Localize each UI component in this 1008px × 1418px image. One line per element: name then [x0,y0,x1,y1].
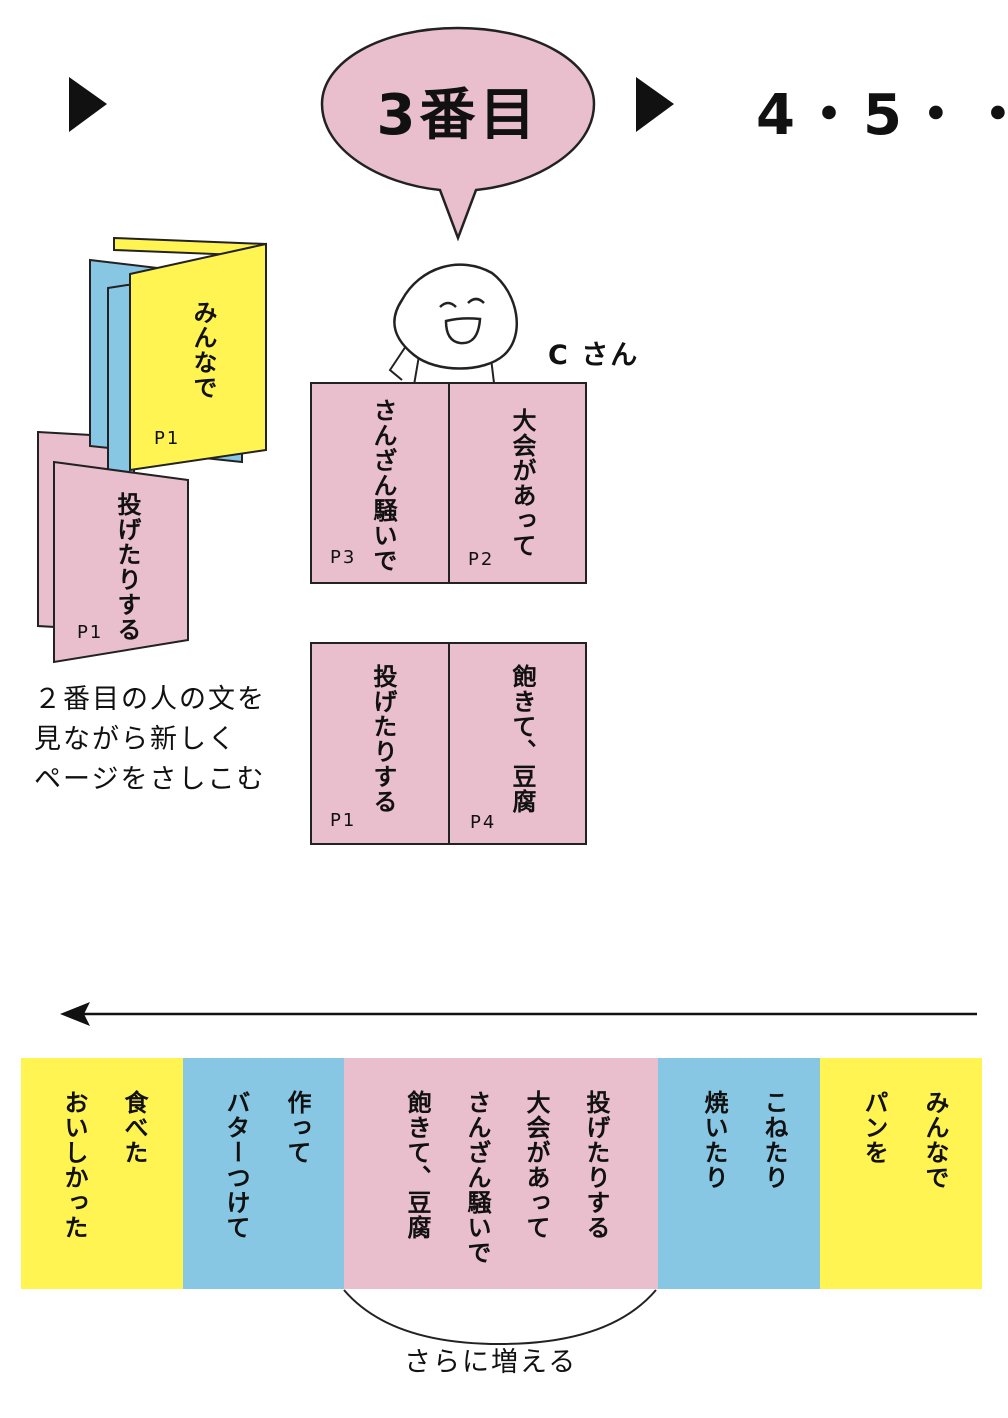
note-line-2: 見ながら新しく [34,724,237,755]
instruction-note: ２番目の人の文を 見ながら新しく ページをさしこむ [34,680,266,800]
spread-top-left-page-number: P3 [330,547,357,568]
strip-text-sanzan: さんざん騒いで [463,1090,491,1265]
spread-top-right-page-number: P2 [468,549,495,570]
next-steps-label: 4・5・・ [756,83,1008,148]
character-head [393,263,518,370]
spread-bottom-left-text: 投げたりする [369,664,397,814]
booklet-top-page-number: P1 [154,428,181,449]
note-line-3: ページをさしこむ [34,764,266,795]
character-name-label: C さん [548,340,640,371]
strip-text-nagetari: 投げたりする [582,1090,610,1240]
strip-yellow-left [21,1058,183,1289]
strip-text-butter: バターつけて [222,1090,250,1240]
spread-bottom-left-page-number: P1 [330,810,357,831]
reading-direction-arrow [60,1002,977,1026]
spread-top-right-page [448,382,587,584]
spread-top-left-text: さんざん騒いで [369,398,397,573]
strip-text-tsukutte: 作って [283,1090,311,1165]
booklet-yellow-front [129,242,267,472]
spread-bottom-right-page-number: P4 [470,812,497,833]
strip-text-minnade: みんなで [921,1090,949,1190]
note-line-1: ２番目の人の文を [34,684,266,715]
strip-text-tabeta: 食べた [120,1090,148,1165]
strip-pink-center [344,1058,658,1289]
strip-text-yaitari: 焼いたり [700,1090,728,1190]
strip-blue-left [183,1058,344,1289]
strip-yellow-right [820,1058,982,1289]
spread-bottom-left-page [310,642,450,845]
arrow-head-left-icon [60,1002,90,1026]
booklet-top-text: みんなで [189,300,217,400]
strip-text-akite-tofu: 飽きて、豆腐 [403,1090,431,1240]
spread-top-left-page [310,382,450,584]
increase-bracket [343,1289,657,1346]
character-c [388,263,518,386]
strip-text-konetari: こねたり [760,1090,788,1190]
spread-bottom-right-page [448,642,587,845]
character-eye-left [439,301,457,308]
increase-label: さらに増える [404,1347,578,1378]
booklet-bottom-page-number: P1 [77,622,104,643]
character-arm-left [388,339,411,381]
speech-bubble [320,26,596,242]
step-title: 3番目 [376,83,540,148]
character-mouth [444,317,482,345]
character-eye-right [467,297,485,304]
booklet-bottom-text: 投げたりする [113,492,141,642]
booklet-pink-front [53,460,189,664]
strip-text-oishikatta: おいしかった [60,1090,88,1240]
play-arrow-icon-left [69,77,107,132]
play-arrow-icon-right [636,77,674,132]
header-graphics [69,26,674,242]
strip-blue-right [658,1058,820,1289]
spread-bottom-right-text: 飽きて、豆腐 [508,664,536,814]
booklet-stack [37,236,267,664]
strip-text-taikai: 大会があって [522,1090,550,1240]
spread-top-right-text: 大会があって [508,408,536,558]
strip-text-pan-wo: パンを [860,1090,888,1165]
